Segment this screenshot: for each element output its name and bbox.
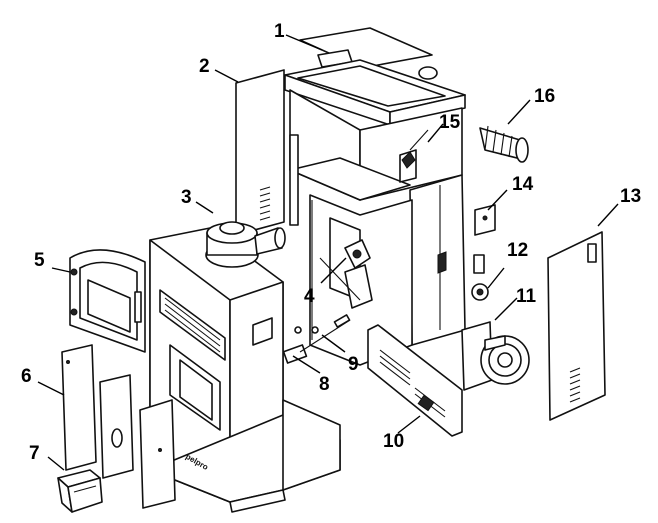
part-10-control-panel [367,324,463,437]
part-16-auger [479,125,529,163]
part-3-combustion-blower [205,221,286,268]
part-13-vents [569,367,581,403]
callout-9: 9 [348,354,359,375]
part-4-bracket [319,239,373,309]
callout-4: 4 [304,286,315,307]
part-7-ash-pan [57,469,103,513]
callout-12: 12 [507,240,528,261]
callout-7: 7 [29,443,40,464]
callout-1: 1 [274,21,285,42]
callout-10: 10 [383,431,404,452]
part-6-panel [61,344,97,471]
callout-11: 11 [516,286,537,307]
part-5-door [69,249,146,353]
part-12-auger-motor [471,254,489,301]
part-11-convection-blower [461,321,530,391]
callout-13: 13 [620,186,641,207]
stove-body-grille [164,297,221,353]
part-16-flights [484,125,513,158]
part-13-side-panel [547,231,606,421]
callout-15: 15 [439,112,461,133]
callout-3: 3 [181,187,192,208]
callout-14: 14 [512,174,534,195]
part-10-vents [379,349,446,418]
heat-shield-panel [99,374,134,479]
part-15-sensor [401,129,429,169]
callout-2: 2 [199,56,210,77]
callout-5: 5 [34,250,45,271]
part-2-side-panel [235,69,285,236]
leader-lines [37,34,619,471]
callout-6: 6 [21,366,32,387]
callout-8: 8 [319,374,330,395]
front-lower-panel [139,399,176,509]
callout-labels: 1 2 3 4 5 6 7 8 9 10 11 12 13 14 15 16 [21,21,641,464]
callout-16: 16 [534,86,555,107]
part-14-switch [474,204,496,236]
part-2-vents [259,186,271,221]
part-8-igniter [282,314,351,364]
